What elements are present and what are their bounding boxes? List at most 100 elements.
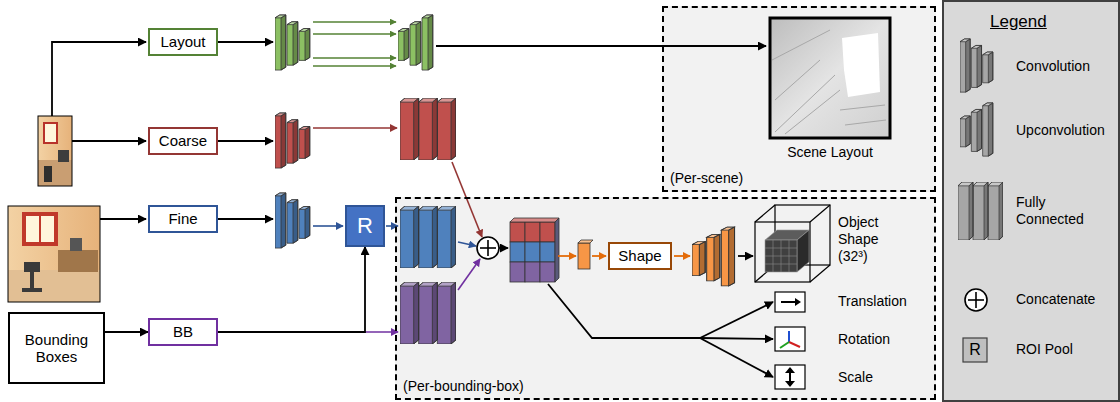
legend-symbol-text: R bbox=[963, 338, 987, 362]
output-label: Rotation bbox=[838, 331, 890, 348]
voxel-cube bbox=[755, 222, 810, 282]
scene-layout-image bbox=[845, 120, 886, 125]
output-label: Object Shape (32³) bbox=[838, 214, 900, 265]
shape-decoder bbox=[578, 243, 590, 269]
concatenate-symbol bbox=[487, 240, 489, 256]
layout-network bbox=[313, 57, 396, 58]
pose-branch bbox=[700, 302, 773, 338]
shape-decoder bbox=[692, 227, 735, 286]
bb-network bbox=[365, 259, 480, 344]
scene-photo bbox=[38, 116, 72, 186]
scene-photo bbox=[30, 272, 34, 290]
legend-sample bbox=[960, 39, 993, 92]
scene-layout-image bbox=[770, 18, 890, 138]
scene-photo bbox=[8, 206, 100, 302]
concatenated-features bbox=[510, 222, 525, 242]
legend-text: ROI Pool bbox=[1016, 341, 1073, 358]
concatenated-features bbox=[510, 242, 525, 262]
shape-decoder bbox=[592, 255, 606, 257]
concatenated-features bbox=[555, 218, 559, 282]
box-label: Shape bbox=[618, 247, 661, 264]
shape-decoder bbox=[578, 240, 593, 243]
scene-photo bbox=[22, 212, 58, 246]
pose-icon bbox=[788, 331, 790, 342]
layout-network bbox=[313, 22, 396, 66]
concatenated-features bbox=[540, 222, 555, 242]
legend-sample bbox=[975, 292, 977, 308]
box-label: R bbox=[357, 213, 373, 238]
shape-decoder bbox=[558, 255, 576, 257]
scene-photo bbox=[38, 116, 72, 186]
concatenated-features bbox=[525, 242, 540, 262]
pose-icon bbox=[789, 342, 800, 347]
box-label: Layout bbox=[160, 33, 205, 50]
scene-photo bbox=[38, 160, 72, 186]
concatenated-features bbox=[540, 242, 555, 262]
scene-photo bbox=[8, 206, 100, 302]
input-line bbox=[52, 42, 273, 219]
pose-branch bbox=[548, 284, 700, 338]
input-line bbox=[218, 218, 273, 220]
legend-sample bbox=[958, 39, 1003, 362]
bb-network bbox=[400, 282, 456, 344]
voxel-cube bbox=[765, 240, 797, 272]
pose-icon bbox=[780, 342, 789, 348]
output-label: Translation bbox=[838, 293, 907, 310]
layout-network bbox=[436, 45, 766, 47]
scene-layout-image bbox=[770, 18, 890, 138]
legend-sample bbox=[965, 289, 987, 311]
fine-network bbox=[400, 206, 456, 268]
scene-photo bbox=[8, 206, 100, 302]
module-box: Coarse bbox=[148, 127, 218, 155]
input-line bbox=[52, 42, 146, 116]
scene-photo bbox=[70, 238, 82, 251]
region-fill bbox=[395, 197, 936, 400]
concatenated-features bbox=[510, 262, 525, 282]
box-label: Coarse bbox=[159, 132, 207, 149]
layout-network bbox=[275, 15, 310, 70]
pose-icon bbox=[795, 298, 801, 306]
scene-photo bbox=[58, 250, 98, 272]
layout-network bbox=[275, 15, 766, 70]
scene-layout-image bbox=[842, 33, 880, 97]
voxel-cube bbox=[765, 240, 797, 272]
fine-network bbox=[275, 193, 310, 248]
input-line bbox=[218, 41, 273, 43]
voxel-cube bbox=[797, 230, 809, 272]
legend-text: Convolution bbox=[1016, 58, 1090, 75]
legend-text: Upconvolution bbox=[1016, 122, 1105, 139]
layout-network bbox=[398, 15, 433, 70]
concatenate-symbol bbox=[477, 237, 499, 259]
bb-network bbox=[458, 259, 480, 290]
scene-photo bbox=[39, 216, 41, 242]
coarse-network bbox=[452, 162, 482, 237]
module-box: Layout bbox=[148, 28, 218, 56]
scene-photo bbox=[43, 122, 58, 144]
fine-network bbox=[313, 225, 343, 227]
module-box: Shape bbox=[608, 242, 672, 270]
input-line bbox=[72, 140, 146, 142]
voxel-cube bbox=[810, 205, 830, 222]
legend-sample bbox=[958, 182, 1003, 240]
module-box: BB bbox=[148, 318, 218, 346]
legend-text: Concatenate bbox=[1016, 291, 1095, 308]
scene-layout-image bbox=[785, 90, 840, 134]
legend-sample bbox=[963, 338, 987, 362]
pose-icon bbox=[775, 327, 805, 351]
legend-panel bbox=[943, 1, 1119, 401]
pose-icon bbox=[785, 381, 795, 387]
pose-icon bbox=[775, 292, 805, 389]
scene-layout-image bbox=[840, 105, 885, 110]
box-label: Bounding Boxes bbox=[16, 331, 97, 366]
input-box: Bounding Boxes bbox=[8, 312, 105, 384]
concatenated-features bbox=[525, 222, 540, 242]
legend-title: Legend bbox=[990, 13, 1047, 30]
voxel-cube bbox=[755, 205, 830, 282]
region-fill bbox=[662, 6, 936, 192]
input-line bbox=[100, 218, 146, 220]
fine-network bbox=[275, 193, 476, 268]
scene-photo bbox=[26, 216, 54, 242]
scene-photo bbox=[38, 116, 72, 186]
connector bbox=[218, 247, 365, 332]
voxel-cube bbox=[765, 256, 797, 257]
